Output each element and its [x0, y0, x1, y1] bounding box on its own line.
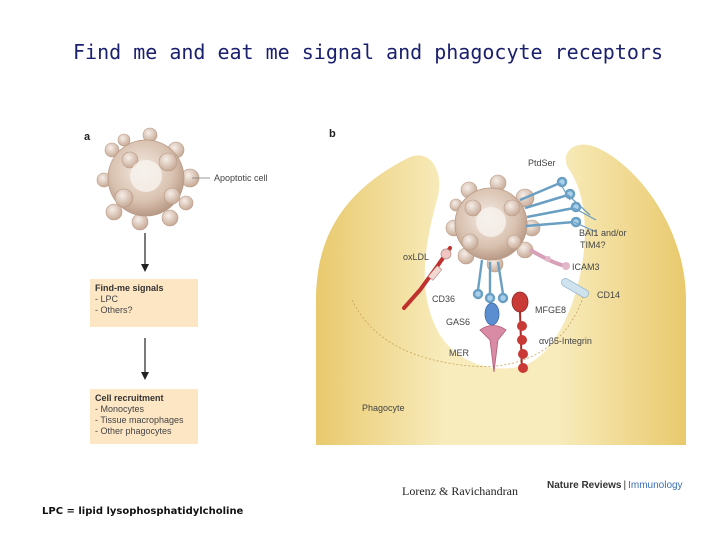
label-phagocyte: Phagocyte: [362, 403, 405, 413]
journal-name: Nature Reviews: [547, 480, 622, 491]
middle-receptors: [472, 259, 509, 304]
label-integrin: αvβ5-Integrin: [539, 336, 592, 346]
recruitment-item: - Monocytes: [95, 404, 145, 414]
label-mfge8: MFGE8: [535, 305, 566, 315]
cell-recruitment-box: Cell recruitment - Monocytes - Tissue ma…: [90, 389, 198, 444]
apoptotic-cell-label: Apoptotic cell: [214, 173, 268, 183]
label-ptdser: PtdSer: [528, 158, 556, 168]
arrow-down-icon: [141, 338, 149, 380]
recruitment-item: - Tissue macrophages: [95, 415, 184, 425]
apoptotic-cell-a: [96, 127, 200, 231]
find-me-item: - Others?: [95, 305, 133, 315]
gas6-ligand: [484, 302, 500, 326]
label-icam3: ICAM3: [572, 262, 600, 272]
find-me-heading: Find-me signals: [95, 283, 164, 293]
journal-subject: Immunology: [628, 480, 683, 491]
apoptotic-cell-b: [445, 174, 541, 273]
phagocyte-cell: [316, 144, 686, 446]
label-cd14: CD14: [597, 290, 620, 300]
panel-b-label: b: [329, 128, 336, 140]
cd36-receptor: [402, 246, 452, 310]
recruitment-heading: Cell recruitment: [95, 393, 164, 403]
label-bai1: BAI1 and/or: [579, 228, 627, 238]
panel-a-label: a: [84, 131, 91, 143]
journal-credit: Nature Reviews|Immunology: [547, 480, 683, 491]
slide-title: Find me and eat me signal and phagocyte …: [72, 40, 663, 64]
citation: Lorenz & Ravichandran: [402, 484, 518, 498]
label-tim4: TIM4?: [580, 240, 606, 250]
label-gas6: GAS6: [446, 317, 470, 327]
label-mer: MER: [449, 348, 470, 358]
label-cd36: CD36: [432, 294, 455, 304]
journal-separator: |: [623, 480, 627, 491]
label-oxldl: oxLDL: [403, 252, 429, 262]
recruitment-item: - Other phagocytes: [95, 426, 172, 436]
find-me-item: - LPC: [95, 294, 119, 304]
cd14-receptor: [561, 278, 589, 298]
find-me-signals-box: Find-me signals - LPC - Others?: [90, 279, 198, 327]
arrow-down-icon: [141, 233, 149, 272]
mfge8-integrin: [511, 291, 529, 373]
icam3-ligand: [529, 248, 570, 270]
footnote: LPC = lipid lysophosphatidylcholine: [42, 506, 244, 517]
mer-receptor: [479, 325, 507, 373]
